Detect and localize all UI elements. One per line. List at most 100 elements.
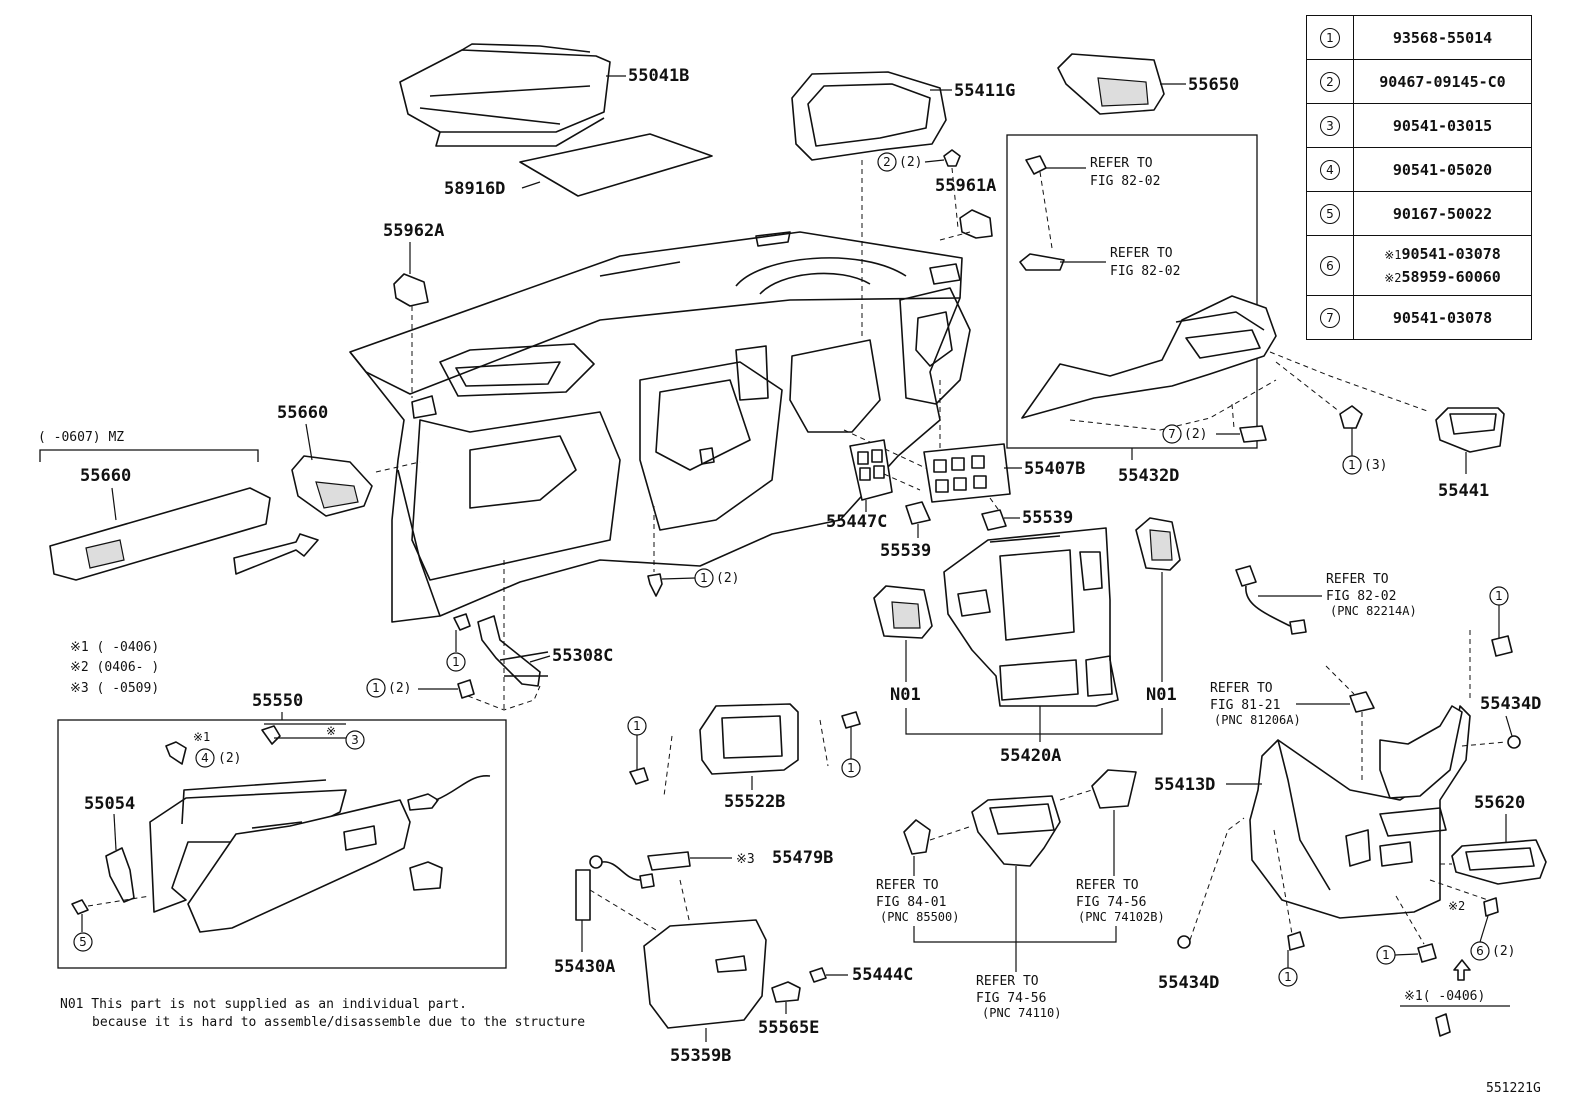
refer-1-line1: REFER TO [1090, 156, 1153, 171]
refer-1-line2: FIG 82-02 [1090, 174, 1160, 189]
qty-1-b: (2) [388, 681, 411, 696]
refer-4-line3: (PNC 81206A) [1214, 713, 1301, 727]
lower-cover-55413D-drawing [1249, 705, 1471, 919]
mark-1-glovebox: ※1 [193, 730, 210, 744]
part-55962A-label: 55962A [383, 221, 444, 241]
svg-text:6: 6 [1476, 944, 1484, 958]
part-55434D-bottom-label: 55434D [1158, 973, 1219, 993]
svg-text:1: 1 [372, 681, 380, 695]
svg-text:5: 5 [79, 935, 87, 949]
part-55041B-label: 55041B [628, 66, 689, 86]
legend-value-4: 90541-05020 [1353, 147, 1532, 192]
part-55432D-label: 55432D [1118, 466, 1179, 486]
center-panel-55420A-drawing [943, 527, 1119, 707]
refer-5-line3: (PNC 85500) [880, 910, 959, 924]
panel-55522B-drawing [699, 703, 799, 775]
legend-row-3: 3 90541-03015 [1306, 103, 1532, 148]
legend-key-2: 2 [1320, 71, 1340, 92]
long-vent-55660-drawing [49, 487, 271, 581]
refer-6-line3: (PNC 74102B) [1078, 910, 1165, 924]
legend-row-7: 7 90541-03078 [1306, 295, 1532, 340]
lower-panel-55432D-drawing [1021, 295, 1277, 419]
switch-55407B-drawing [923, 443, 1011, 503]
fastener-legend-table: 1 93568-55014 2 90467-09145-C0 3 90541-0… [1306, 15, 1532, 340]
console-parts-drawing [903, 769, 1137, 867]
n01-footnote-line2: because it is hard to assemble/disassemb… [92, 1015, 585, 1030]
part-N01-right-label: N01 [1146, 685, 1177, 705]
svg-text:1: 1 [633, 719, 641, 733]
refer-4-line1: REFER TO [1210, 681, 1273, 696]
vent-N01-right-drawing [1135, 517, 1181, 571]
legend-value-1: 93568-55014 [1353, 15, 1532, 60]
part-55441-label: 55441 [1438, 481, 1489, 501]
part-55620-label: 55620 [1474, 793, 1525, 813]
refer-6-line2: FIG 74-56 [1076, 895, 1146, 910]
part-55434D-top-label: 55434D [1480, 694, 1541, 714]
svg-text:1: 1 [1495, 589, 1503, 603]
lamp-55565E-drawing [771, 981, 801, 1003]
svg-text:4: 4 [201, 751, 209, 765]
refer-5-line1: REFER TO [876, 878, 939, 893]
legend-6-mark-2: ※2 [1384, 270, 1402, 285]
legend-key-4: 4 [1320, 159, 1340, 180]
sensor-82214A-drawing [1235, 565, 1307, 635]
qty-6: (2) [1492, 944, 1515, 959]
vent-55660-drawing [291, 455, 373, 517]
svg-text:3: 3 [351, 733, 359, 747]
legend-row-6: 6 ※190541-03078 ※258959-60060 [1306, 235, 1532, 296]
footnote-3: ※3 ( -0509) [70, 681, 159, 696]
qty-2: (2) [899, 155, 922, 170]
instrument-panel-drawing [349, 231, 971, 623]
legend-key-3: 3 [1320, 115, 1340, 136]
meter-hood-55411G-drawing [791, 71, 947, 161]
part-55660-label: 55660 [277, 403, 328, 423]
refer-2-line1: REFER TO [1110, 246, 1173, 261]
switch-55539-right-drawing [981, 509, 1007, 531]
part-55447C-label: 55447C [826, 512, 887, 532]
legend-value-3: 90541-03015 [1353, 103, 1532, 148]
part-55522B-label: 55522B [724, 792, 785, 812]
vent-N01-left-drawing [873, 585, 933, 639]
qty-4: (2) [218, 751, 241, 766]
clip-55961A-drawing [959, 209, 993, 239]
part-55359B-label: 55359B [670, 1046, 731, 1066]
svg-text:2: 2 [883, 155, 891, 169]
part-55479B-label: 55479B [772, 848, 833, 868]
part-N01-left-label: N01 [890, 685, 921, 705]
refer-4-line2: FIG 81-21 [1210, 698, 1280, 713]
refer-7-line1: REFER TO [976, 974, 1039, 989]
legend-row-5: 5 90167-50022 [1306, 191, 1532, 236]
part-55650-label: 55650 [1188, 75, 1239, 95]
switch-55447C-drawing [849, 439, 893, 501]
box-55441-drawing [1435, 407, 1505, 453]
mark-1-date: ※1( -0406) [1404, 989, 1485, 1004]
svg-text:1: 1 [1348, 458, 1356, 472]
part-55413D-label: 55413D [1154, 775, 1215, 795]
refer-7-line2: FIG 74-56 [976, 991, 1046, 1006]
refer-3-line1: REFER TO [1326, 572, 1389, 587]
footnote-2: ※2 (0406- ) [70, 660, 159, 675]
pad-55479B-drawing [647, 851, 691, 871]
stopper-55054-drawing [105, 847, 135, 903]
part-55308C-label: 55308C [552, 646, 613, 666]
legend-key-5: 5 [1320, 203, 1340, 224]
part-55565E-label: 55565E [758, 1018, 819, 1038]
legend-6-alt-2: 58959-60060 [1401, 267, 1501, 286]
legend-row-1: 1 93568-55014 [1306, 15, 1532, 60]
part-55407B-label: 55407B [1024, 459, 1085, 479]
svg-text:1: 1 [1284, 970, 1292, 984]
pocket-55620-drawing [1451, 839, 1547, 885]
part-55054-label: 55054 [84, 794, 135, 814]
mark-3-55479B: ※3 [736, 852, 755, 867]
mark-2: ※2 [1448, 899, 1465, 913]
refer-3-line3: (PNC 82214A) [1330, 604, 1417, 618]
n01-footnote-line1: N01 This part is not supplied as an indi… [60, 997, 467, 1012]
legend-key-6: 6 [1320, 255, 1340, 276]
vent-55650-drawing [1057, 53, 1165, 115]
date-range-mz: ( -0607) MZ [38, 430, 124, 445]
mat-58916D-drawing [519, 133, 713, 197]
legend-value-7: 90541-03078 [1353, 295, 1532, 340]
switch-55539-left-drawing [905, 501, 931, 525]
svg-text:1: 1 [452, 655, 460, 669]
